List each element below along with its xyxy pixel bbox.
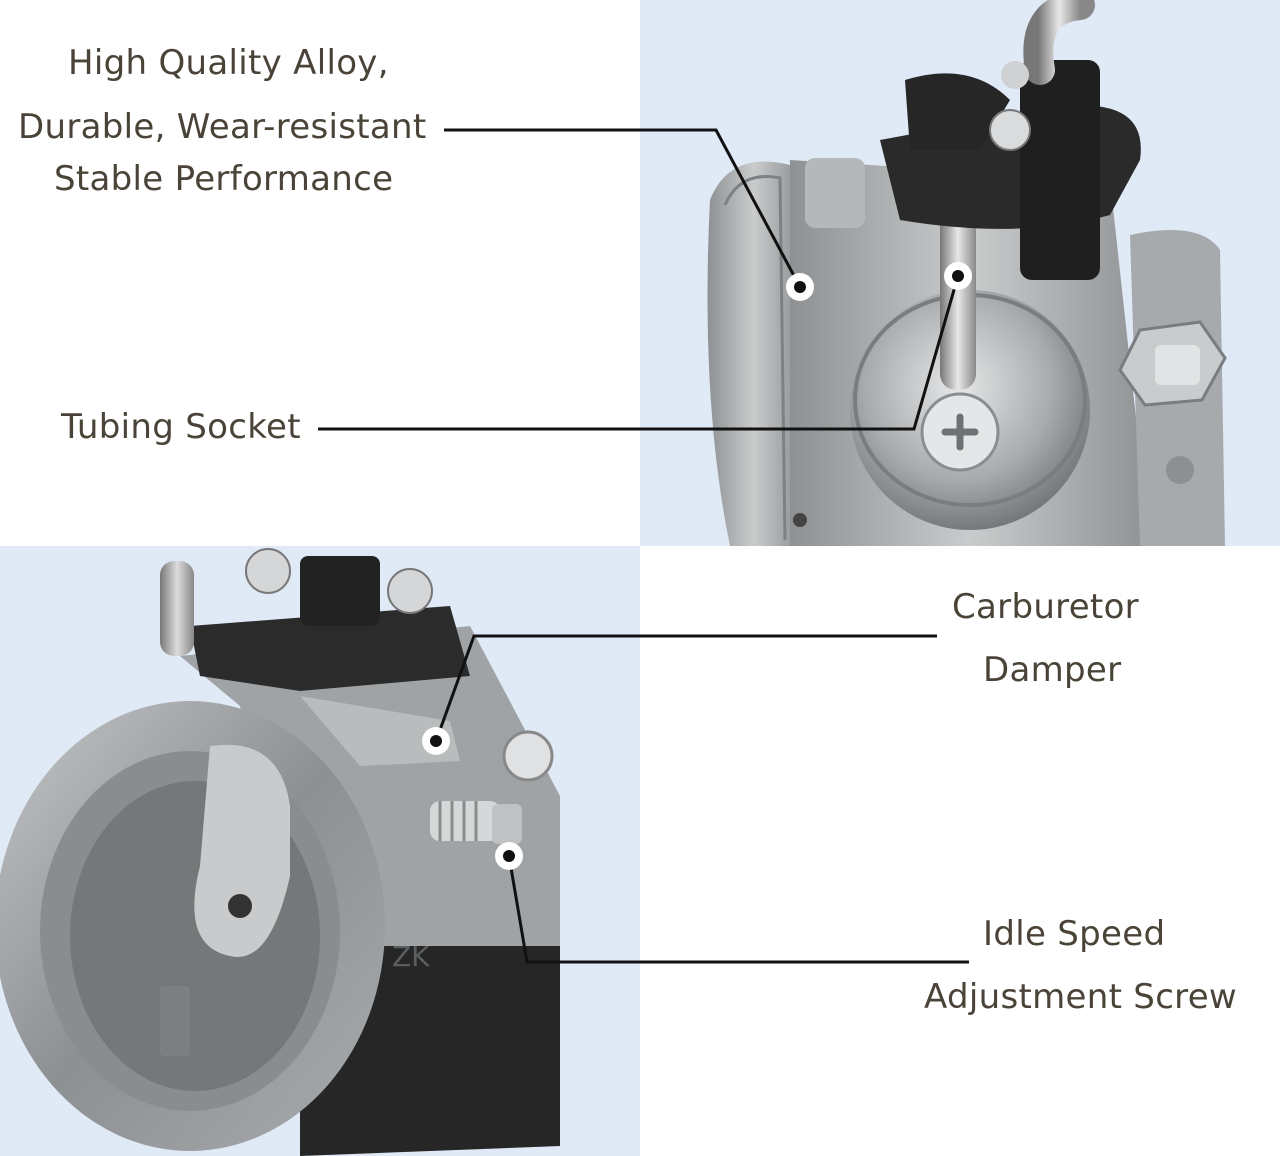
alloy-label-line-1: High Quality Alloy, — [68, 43, 389, 83]
zk-marking: ZK — [392, 940, 430, 973]
idle-label-line-2: Adjustment Screw — [924, 977, 1238, 1017]
tubing-label: Tubing Socket — [61, 407, 301, 447]
carburetor-side-view — [640, 0, 1280, 546]
damper-label-line-2: Damper — [983, 650, 1122, 690]
damper-label-line-1: Carburetor — [952, 587, 1139, 627]
carburetor-intake-view: ZK — [0, 546, 640, 1156]
top-product-photo — [640, 0, 1280, 546]
alloy-label-line-3: Stable Performance — [54, 159, 394, 199]
bottom-product-photo: ZK — [0, 546, 640, 1156]
alloy-label-line-2: Durable, Wear-resistant — [18, 107, 427, 147]
idle-label-line-1: Idle Speed — [983, 914, 1166, 954]
